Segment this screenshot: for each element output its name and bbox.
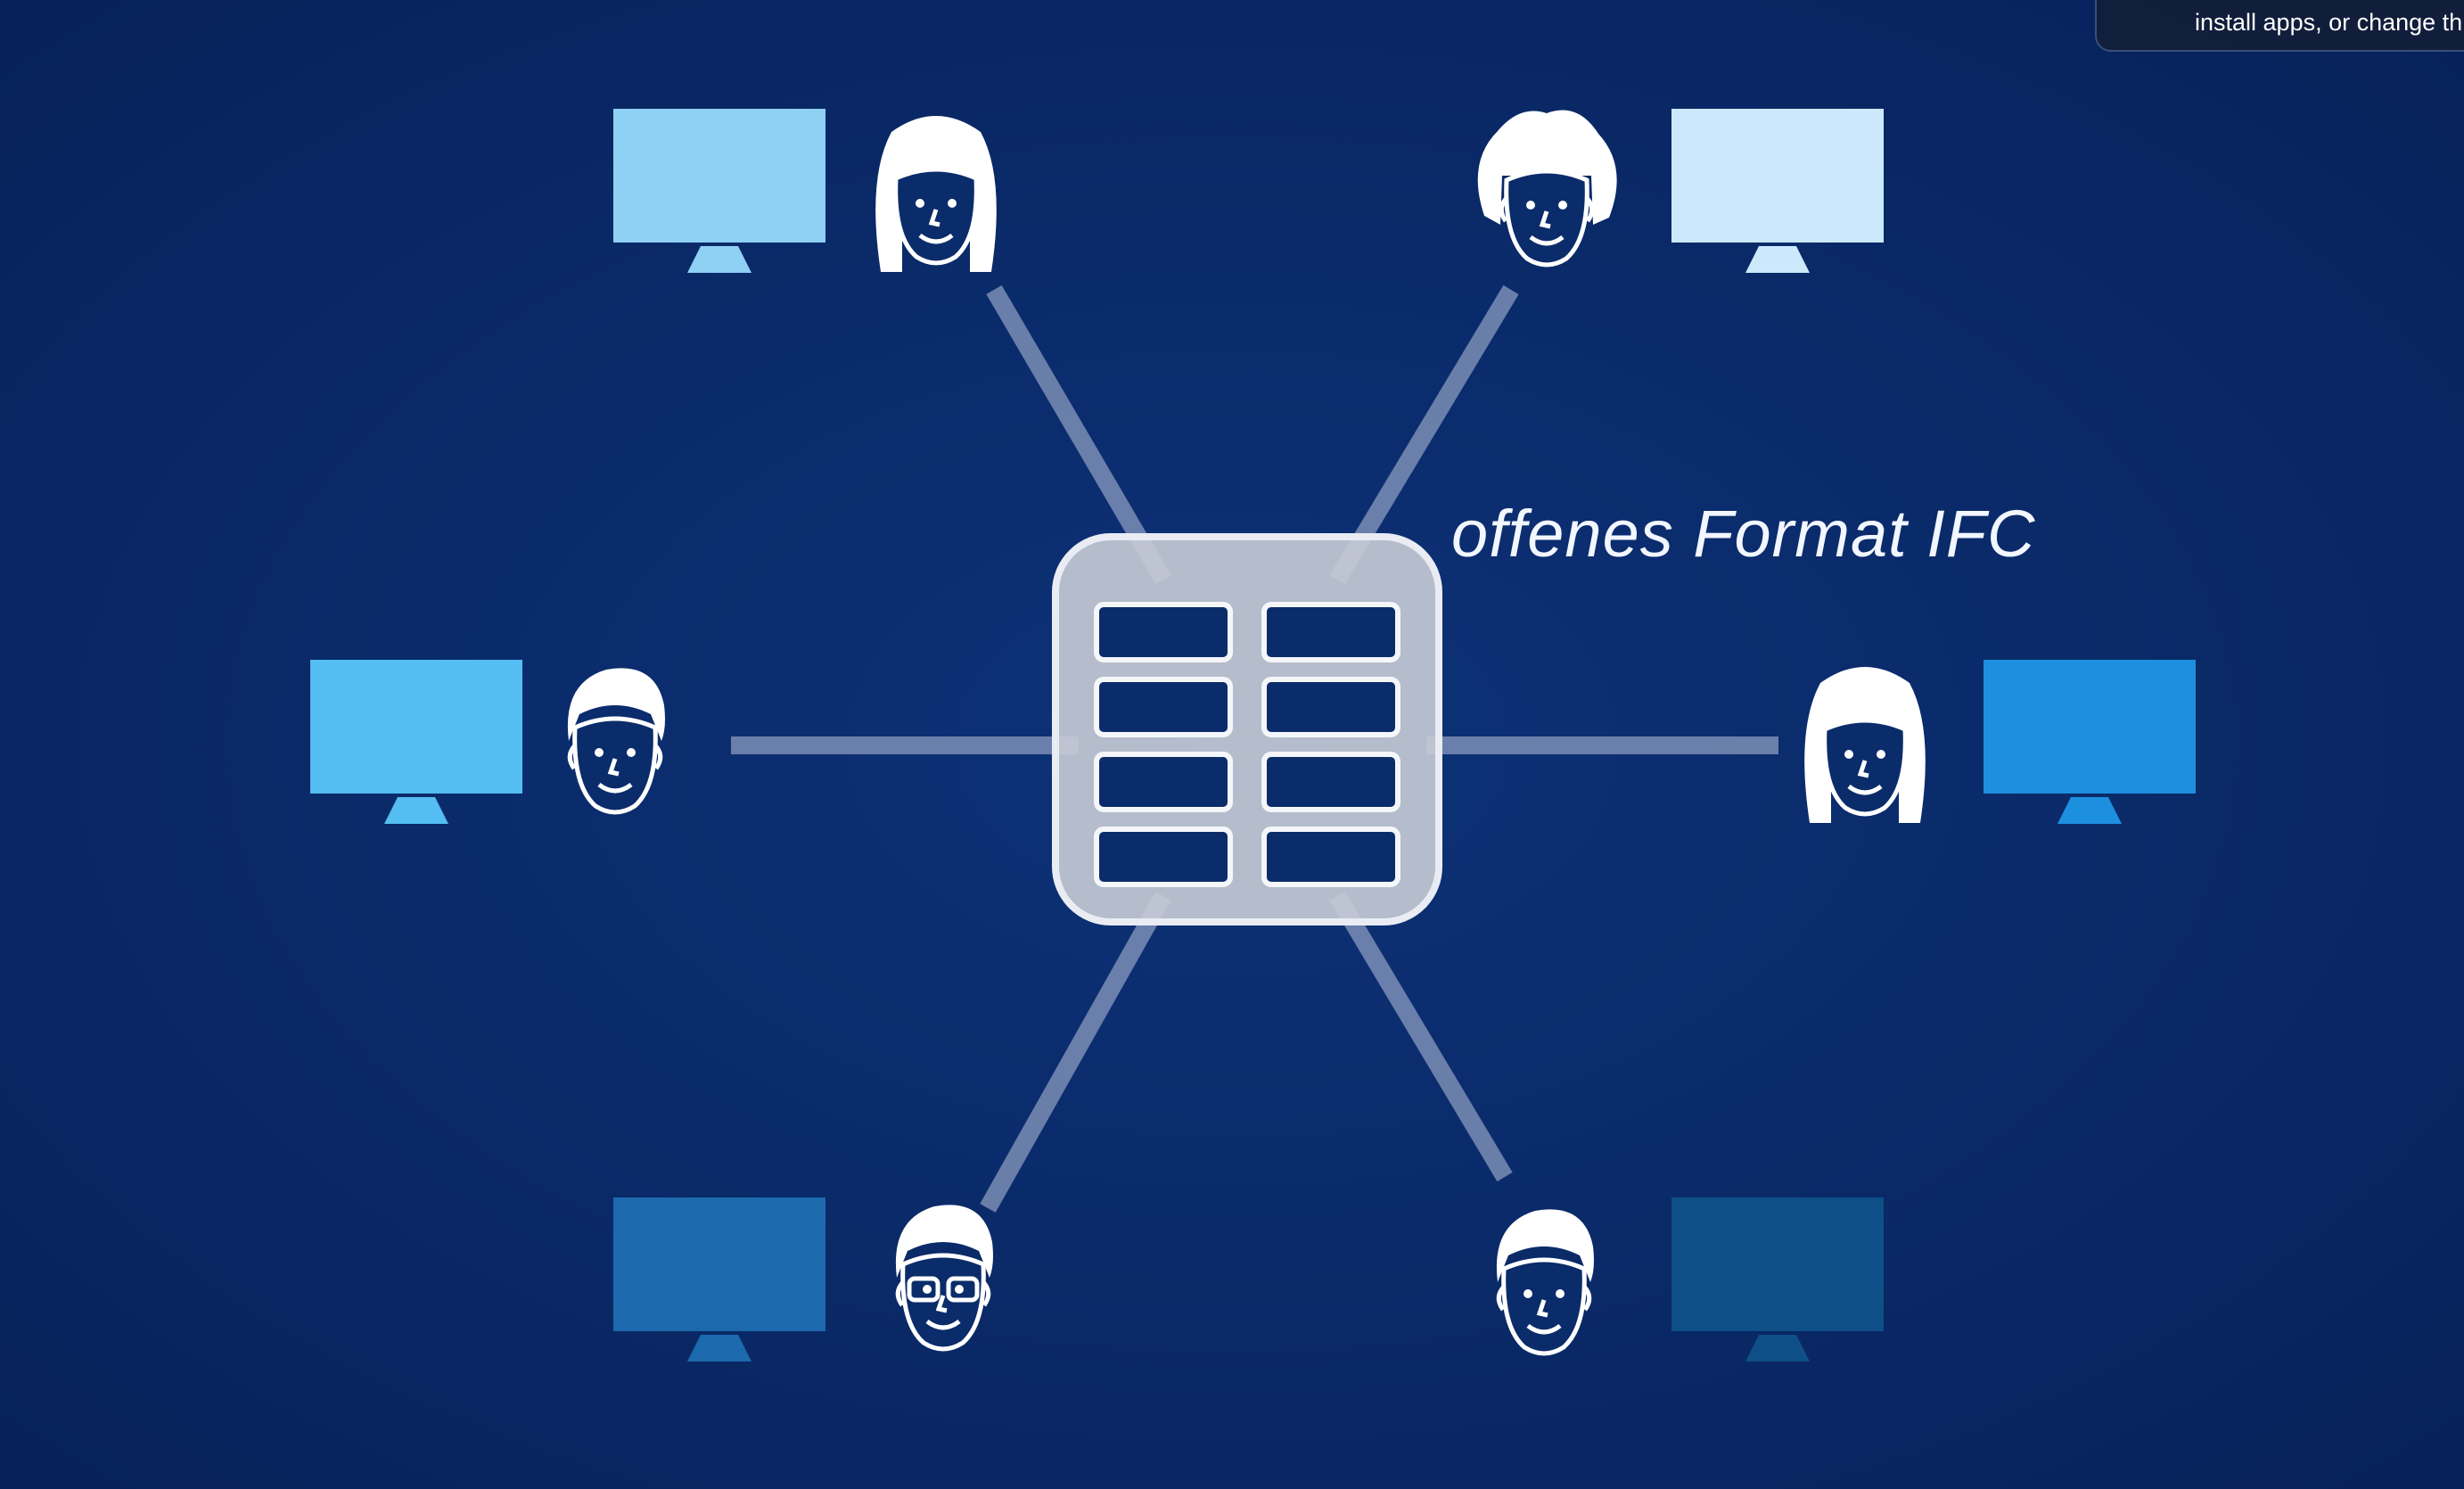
table-cell [1261, 602, 1400, 662]
table-cell [1261, 677, 1400, 737]
table-cell [1094, 602, 1233, 662]
caption-open-format-ifc: offenes Format IFC [1451, 497, 2036, 571]
table-cell [1094, 752, 1233, 812]
connector-bottom-right [1329, 891, 1513, 1182]
table-cell [1094, 827, 1233, 887]
connector-lines [731, 284, 1778, 1213]
woman-long-hair-avatar-icon [875, 116, 997, 272]
participant-bottom-left [613, 1197, 993, 1361]
connector-top-left [986, 284, 1171, 585]
participant-top-left [613, 109, 997, 273]
woman-curly-hair-avatar-icon [1477, 110, 1617, 267]
monitor-icon [1984, 660, 2196, 824]
participant-top-right [1477, 109, 1884, 273]
monitor-icon [1671, 1197, 1884, 1361]
system-notification[interactable]: install apps, or change th [2095, 0, 2464, 52]
monitor-icon [1671, 109, 1884, 273]
notification-text: install apps, or change th [2195, 9, 2463, 36]
participant-bottom-right [1496, 1197, 1884, 1361]
man-glasses-avatar-icon [895, 1205, 993, 1352]
monitor-icon [613, 1197, 825, 1361]
monitor-icon [613, 109, 825, 273]
table-cell [1094, 677, 1233, 737]
table-cell [1261, 827, 1400, 887]
participant-middle-right [1804, 660, 2196, 824]
connector-top-right [1329, 284, 1519, 585]
woman-bob-hair-avatar-icon [1804, 667, 1926, 823]
table-cell [1261, 752, 1400, 812]
participants [310, 109, 2196, 1361]
man-avatar-icon [1496, 1209, 1594, 1356]
monitor-icon [310, 660, 522, 824]
table-grid-icon [1052, 533, 1442, 925]
participant-middle-left [310, 660, 665, 824]
connector-bottom-left [980, 892, 1171, 1213]
man-avatar-icon [567, 668, 665, 815]
